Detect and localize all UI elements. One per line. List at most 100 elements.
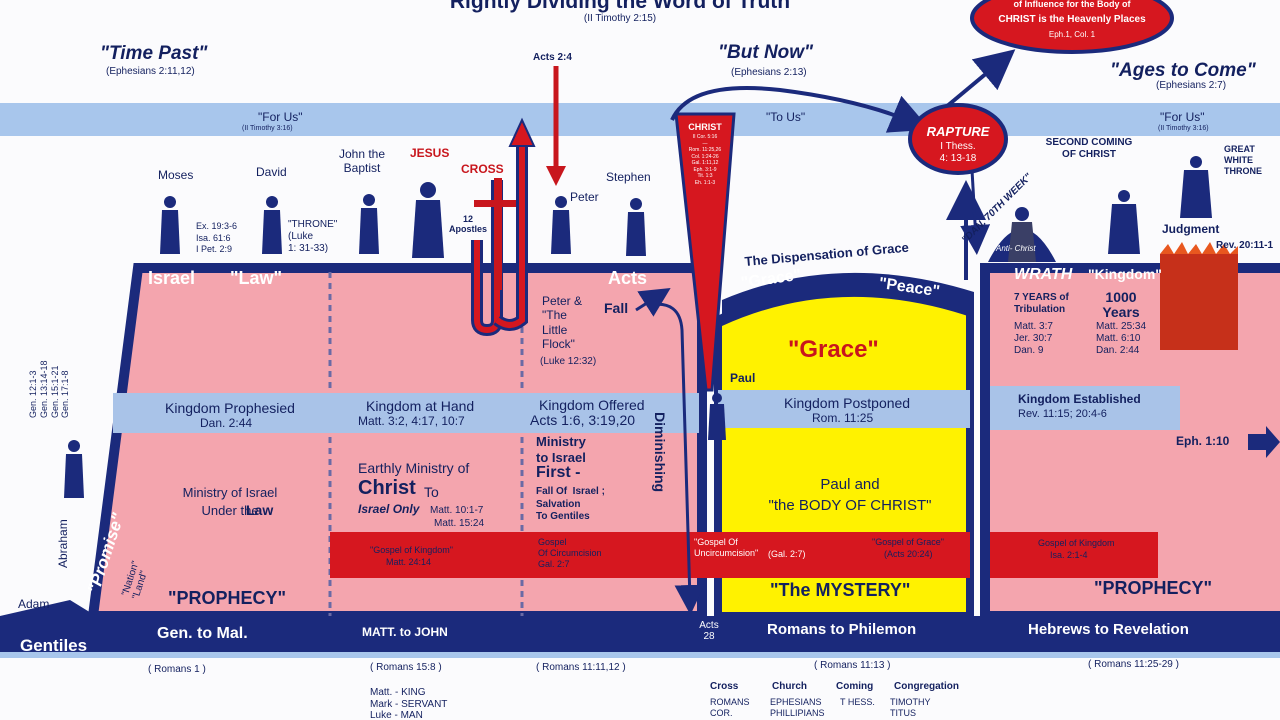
band-for-us-1-ref: (II Timothy 3:16) (242, 125, 293, 132)
tribulation-label: 7 YEARS of Tribulation (1014, 292, 1069, 315)
wrath-label: WRATH (1014, 266, 1073, 283)
kingdom-postponed-label: Kingdom Postponed (784, 395, 911, 411)
second-coming-label: SECOND COMING OF CHRIST (1045, 137, 1133, 160)
bottom-band (0, 616, 1280, 654)
label-adam: Adam (18, 597, 50, 611)
thousand-years-refs: Matt. 25:34 Matt. 6:10 Dan. 2:44 (1096, 321, 1147, 356)
label-abraham: Abraham (56, 519, 70, 568)
label-apostles: 12 Apostles (448, 214, 487, 235)
gentiles-wedge (0, 600, 96, 616)
gospel-kingdom-future-ref: Isa. 2:1-4 (1050, 550, 1088, 560)
page-title: Rightly Dividing the Word of Truth (449, 0, 791, 13)
rom1-label: ( Romans 1 ) (148, 664, 206, 675)
band-for-us-1: "For Us" (258, 110, 303, 124)
to-word: To (424, 484, 439, 500)
law-word: Law (246, 502, 274, 518)
label-moses: Moses (158, 168, 194, 182)
matt-john-label: MATT. to JOHN (362, 625, 448, 639)
israel-only-ref: Matt. 10:1-7 (430, 505, 484, 516)
bubble-line2: CHRIST is the Heavenly Places (998, 14, 1146, 25)
up-arrow-head (508, 117, 536, 147)
rom1113-label: ( Romans 11:13 ) (814, 660, 891, 671)
thousand-years-label: 1000 Years (1102, 289, 1140, 320)
col-church: Church (772, 681, 807, 692)
bottom-band-lower (0, 652, 1280, 658)
kingdom-prophesied-label: Kingdom Prophesied (165, 400, 295, 416)
gospel-kingdom-left: "Gospel of Kingdom" (370, 545, 453, 555)
figures (64, 156, 1212, 498)
kingdom-postponed-ref: Rom. 11:25 (812, 411, 874, 425)
col-congregation-v: TIMOTHY TITUS (890, 697, 931, 718)
christ-cone (674, 112, 736, 392)
first-label: First - (536, 464, 581, 481)
kingdom-established-label: Kingdom Established (1018, 392, 1141, 406)
label-paul: Paul (730, 371, 756, 385)
rapture-ref2: 4: 13-18 (939, 153, 977, 164)
col-church-v: EPHESIANS PHILLIPIANS (770, 697, 825, 718)
christ-column-title: CHRIST (688, 122, 722, 132)
col-coming: Coming (836, 681, 874, 692)
kingdom-offered-label: Kingdom Offered (539, 397, 645, 413)
abraham-refs: Gen. 12:1-3 Gen. 13:14-18 Gen. 15:1-21 G… (28, 360, 71, 418)
great-white-throne-label: GREAT WHITE THRONE (1224, 144, 1262, 176)
down-arrow-head (546, 166, 566, 186)
band-for-us-2: "For Us" (1160, 110, 1205, 124)
gospel-circ-label: Gospel Of Circumcision Gal. 2:7 (538, 537, 602, 569)
grace-header-arch (722, 272, 974, 326)
moses-figure (160, 196, 180, 254)
stephen-figure (626, 198, 646, 256)
rapture-ref1: I Thess. (940, 141, 976, 152)
cross-horizontal (474, 200, 522, 207)
u-pipe-right-inner (495, 140, 525, 328)
kingdom-band-future (990, 386, 1180, 430)
rom1111-label: ( Romans 11:11,12 ) (536, 662, 626, 673)
label-acts24: Acts 2:4 (533, 52, 572, 63)
antichrist-label: Anti- Christ (996, 244, 1036, 253)
col-cross: Cross (710, 681, 739, 692)
john-figure (359, 194, 379, 254)
prophecy-left: "PROPHECY" (168, 588, 287, 608)
judgment-fire (1160, 254, 1238, 350)
gospel-bar-grace (690, 532, 970, 578)
bubble-ref: Eph.1, Col. 1 (1048, 30, 1096, 39)
judgment-label: Judgment (1162, 222, 1220, 236)
era-time-past: "Time Past" (100, 43, 208, 64)
tribulation-refs: Matt. 3:7 Jer. 30:7 Dan. 9 (1014, 321, 1053, 356)
kingdom-offered-ref: Acts 1:6, 3:19,20 (530, 412, 636, 428)
era-time-past-ref: (Ephesians 2:11,12) (106, 66, 195, 77)
gospel-grace-label: "Gospel of Grace" (872, 537, 944, 547)
ministry-first-label: Ministry to Israel (536, 434, 586, 465)
gen-mal-label: Gen. to Mal. (157, 625, 248, 642)
kingdom-band-grace (718, 390, 970, 428)
rapture-curve-arrow (670, 86, 931, 133)
paul-body-label: Paul and "the BODY OF CHRIST" (768, 476, 932, 514)
white-throne-figure (1180, 156, 1212, 218)
israel-only-label: Israel Only (358, 502, 420, 516)
christ-column-refs: II Cor. 5:16 — Rom. 11:25,26 Col. 1:24-2… (688, 134, 722, 186)
david-figure (262, 196, 282, 254)
gospel-bar-future (990, 532, 1158, 578)
christ-to-label: Christ (358, 477, 416, 499)
eph-label: Eph. 1:10 (1176, 434, 1230, 448)
col-cross-v: ROMANS COR. (710, 697, 750, 718)
diminishing-label: Diminishing (652, 412, 668, 493)
band-for-us-2-ref: (II Timothy 3:16) (1158, 125, 1209, 132)
rom158-label: ( Romans 15:8 ) (370, 662, 442, 673)
label-throne: "THRONE" (Luke 1: 31-33) (288, 219, 338, 254)
label-jesus: JESUS (410, 146, 450, 160)
heavenly-bubble (970, 0, 1174, 54)
israel-label: Israel (148, 268, 196, 288)
abraham-figure (64, 440, 84, 498)
label-moses-refs: Ex. 19:3-6 Isa. 61:6 I Pet. 2:9 (196, 221, 238, 255)
law-label: "Law" (230, 268, 283, 288)
label-peter: Peter (570, 190, 599, 204)
rapture-oval (908, 103, 1008, 175)
era-ages-to-come-ref: (Ephesians 2:7) (1156, 80, 1227, 91)
gospel-grace-ref: (Acts 20:24) (884, 549, 933, 559)
acts-label: Acts (608, 268, 648, 288)
second-coming-arrow (960, 169, 991, 255)
gospel-kingdom-future: Gospel of Kingdom (1038, 538, 1115, 548)
gospel-uncirc-ref: (Gal. 2:7) (768, 549, 806, 559)
light-blue-band (0, 103, 1280, 136)
